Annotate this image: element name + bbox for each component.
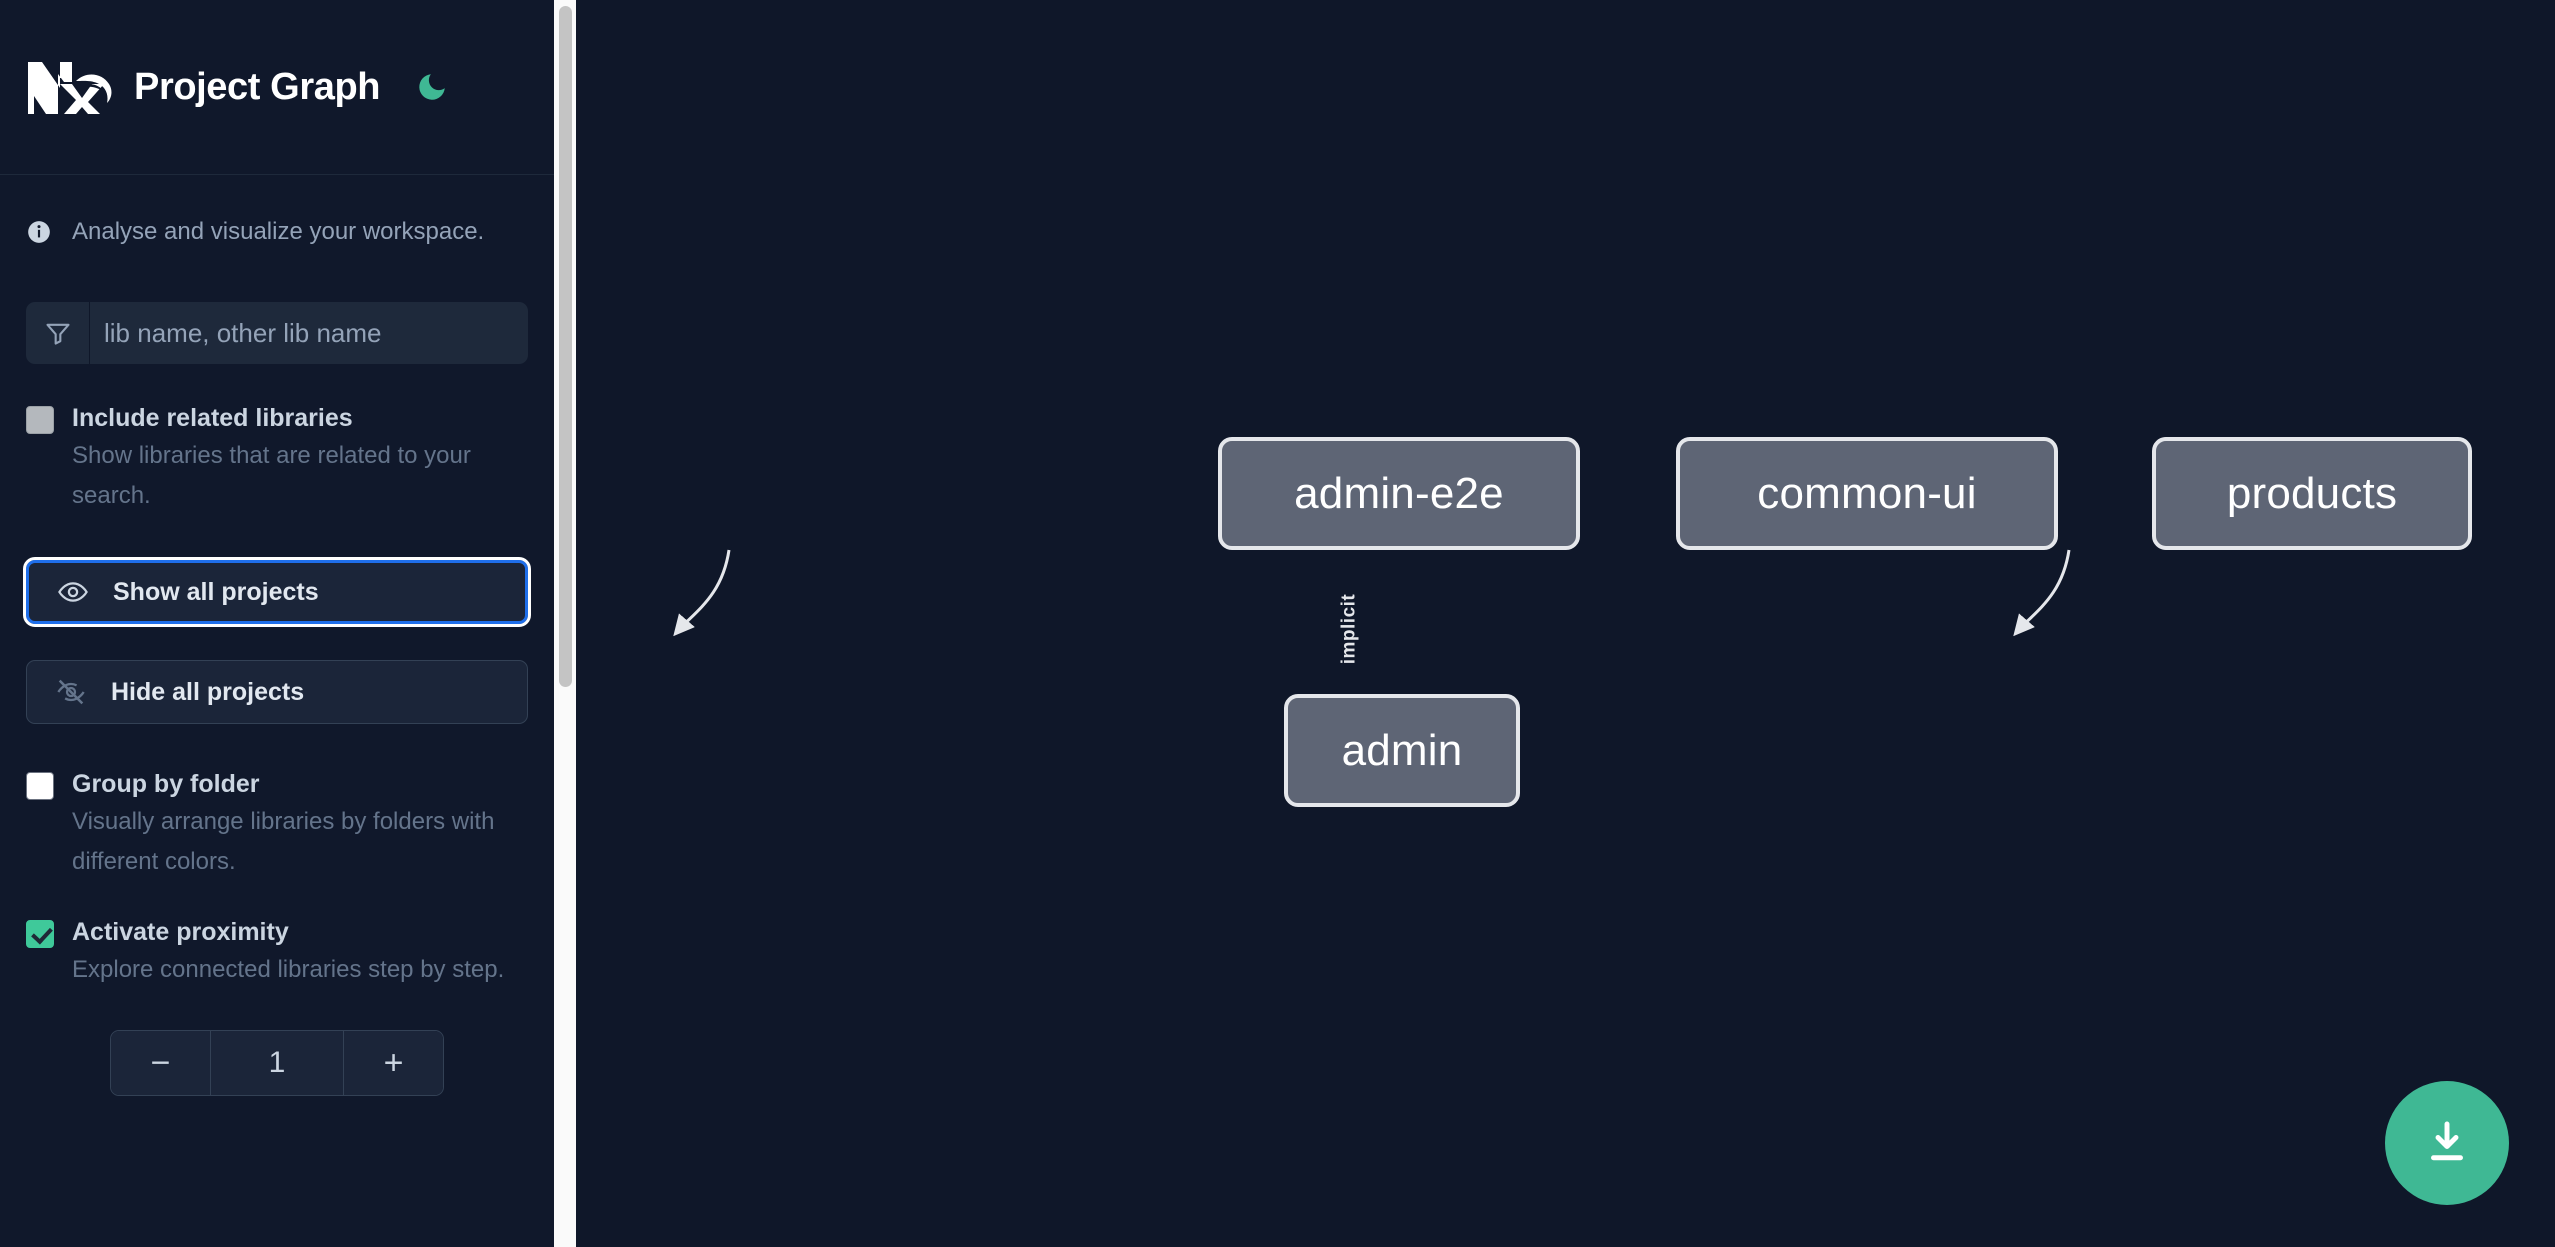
option-group-by-folder[interactable]: Group by folder Visually arrange librari… [0, 768, 554, 882]
sidebar-header: Project Graph [0, 0, 554, 175]
eye-icon [55, 574, 91, 610]
group-by-folder-checkbox[interactable] [26, 772, 54, 800]
graph-node-label: admin [1341, 725, 1463, 775]
show-all-projects-label: Show all projects [113, 577, 319, 606]
graph-edge-label-admin-e2e-to-admin: implicit [1338, 593, 1360, 665]
proximity-value[interactable]: 1 [211, 1031, 343, 1095]
info-icon [26, 219, 52, 245]
sidebar: Project Graph Analyse and visualize your… [0, 0, 554, 1247]
option-activate-proximity[interactable]: Activate proximity Explore connected lib… [0, 916, 554, 990]
search-field[interactable] [26, 302, 528, 364]
proximity-stepper[interactable]: − 1 + [110, 1030, 444, 1096]
workspace-info-text: Analyse and visualize your workspace. [72, 218, 485, 245]
graph-edges [673, 549, 2071, 637]
page-title: Project Graph [134, 65, 381, 108]
workspace-info: Analyse and visualize your workspace. [0, 215, 554, 249]
graph-canvas[interactable]: admin-e2e common-ui products store-e2e a… [554, 0, 2555, 1247]
search-input[interactable] [90, 302, 528, 364]
group-by-folder-label: Group by folder [72, 770, 260, 798]
show-all-projects-button[interactable]: Show all projects [23, 557, 531, 627]
sidebar-scrollbar-thumb[interactable] [559, 6, 572, 687]
activate-proximity-description: Explore connected libraries step by step… [72, 956, 505, 983]
graph-node-label: products [2226, 468, 2398, 518]
include-related-libraries-checkbox[interactable] [26, 406, 54, 434]
download-graph-button[interactable] [2385, 1081, 2509, 1205]
include-related-libraries-description: Show libraries that are related to your … [72, 442, 471, 509]
option-include-related-libraries[interactable]: Include related libraries Show libraries… [0, 402, 554, 516]
graph-node-label: admin-e2e [1294, 468, 1504, 518]
hide-all-projects-button[interactable]: Hide all projects [26, 660, 528, 724]
include-related-libraries-label: Include related libraries [72, 404, 353, 432]
graph-node-admin-e2e[interactable]: admin-e2e [1218, 437, 1580, 550]
group-by-folder-description: Visually arrange libraries by folders wi… [72, 808, 495, 875]
graph-node-products[interactable]: products [2152, 437, 2472, 550]
moon-icon[interactable] [412, 67, 452, 107]
activate-proximity-checkbox[interactable] [26, 920, 54, 948]
eye-slash-icon [53, 674, 89, 710]
activate-proximity-label: Activate proximity [72, 918, 289, 946]
download-icon [2420, 1115, 2474, 1172]
filter-funnel-icon [26, 302, 90, 364]
graph-node-admin[interactable]: admin [1284, 694, 1520, 807]
proximity-increment-button[interactable]: + [343, 1031, 443, 1095]
graph-node-label: common-ui [1757, 468, 1977, 518]
graph-node-common-ui[interactable]: common-ui [1676, 437, 2058, 550]
hide-all-projects-label: Hide all projects [111, 677, 305, 706]
proximity-decrement-button[interactable]: − [111, 1031, 211, 1095]
nx-logo [26, 56, 112, 118]
